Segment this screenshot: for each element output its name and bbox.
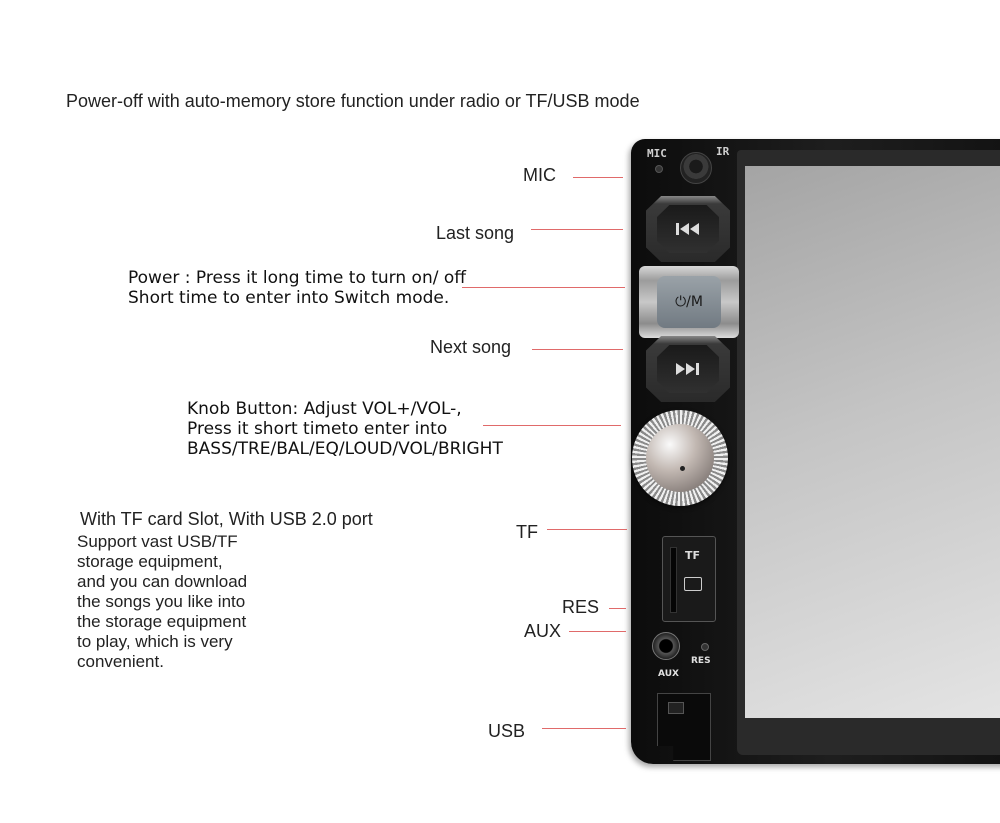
- device-ir-label: IR: [716, 145, 730, 158]
- description-text: Support vast USB/TF storage equipment, a…: [77, 532, 247, 672]
- callout-mic: MIC: [523, 165, 556, 185]
- callout-last-song: Last song: [436, 223, 515, 243]
- description-heading: With TF card Slot, With USB 2.0 port: [80, 509, 373, 529]
- aux-jack[interactable]: [652, 632, 680, 660]
- next-song-button[interactable]: [646, 336, 730, 402]
- callout-res: RES: [562, 597, 600, 617]
- device-aux-label: AUX: [658, 669, 679, 679]
- tf-slot-label: TF: [685, 549, 701, 562]
- tf-slot-opening: [670, 547, 677, 613]
- pointer-line-res: [609, 608, 626, 609]
- power-mode-button[interactable]: ⏻/M: [639, 266, 739, 338]
- callout-tf: TF: [516, 522, 538, 542]
- callout-aux: AUX: [524, 621, 562, 641]
- knob-face: [646, 424, 714, 492]
- description-line: and you can download: [77, 572, 248, 591]
- pointer-line-next-song: [532, 349, 623, 350]
- callout-power-line1: Power : Press it long time to turn on/ o…: [128, 268, 466, 288]
- callout-knob-line1: Knob Button: Adjust VOL+/VOL-,: [187, 399, 462, 419]
- description-line: Support vast USB/TF: [77, 532, 238, 551]
- description-line: storage equipment,: [77, 552, 223, 571]
- description-line: convenient.: [77, 652, 164, 671]
- last-song-button[interactable]: [646, 196, 730, 262]
- callout-next-song: Next song: [430, 337, 512, 357]
- description-line: the songs you like into: [77, 592, 246, 611]
- pointer-line-usb: [542, 728, 626, 729]
- device-res-label: RES: [691, 656, 711, 666]
- description-line: to play, which is very: [77, 632, 233, 651]
- previous-track-icon: [676, 223, 699, 235]
- headline: Power-off with auto-memory store functio…: [66, 91, 640, 111]
- callout-power-line2: Short time to enter into Switch mode.: [128, 288, 450, 308]
- ir-sensor: [680, 152, 712, 184]
- pointer-line-mic: [573, 177, 623, 178]
- tf-card-slot[interactable]: TF: [662, 536, 716, 622]
- volume-knob[interactable]: [632, 410, 728, 506]
- callout-knob-line2: Press it short timeto enter into: [187, 419, 448, 439]
- power-icon-label: ⏻/M: [675, 294, 703, 310]
- device-mic-label: MIC: [647, 147, 667, 160]
- pointer-line-knob: [483, 425, 621, 426]
- next-track-icon: [676, 363, 699, 375]
- sd-card-icon: [684, 577, 702, 591]
- usb-port-opening: [668, 702, 684, 714]
- pointer-line-aux: [569, 631, 626, 632]
- pointer-line-power: [462, 287, 625, 288]
- description-line: the storage equipment: [77, 612, 247, 631]
- callout-knob-line3: BASS/TRE/BAL/EQ/LOUD/VOL/BRIGHT: [187, 439, 503, 459]
- pointer-line-tf: [547, 529, 627, 530]
- reset-button[interactable]: [701, 643, 709, 651]
- display-screen: [745, 166, 1000, 718]
- callout-usb: USB: [488, 721, 526, 741]
- mic-hole: [655, 165, 663, 173]
- pointer-line-last-song: [531, 229, 623, 230]
- knob-indicator: [680, 466, 685, 471]
